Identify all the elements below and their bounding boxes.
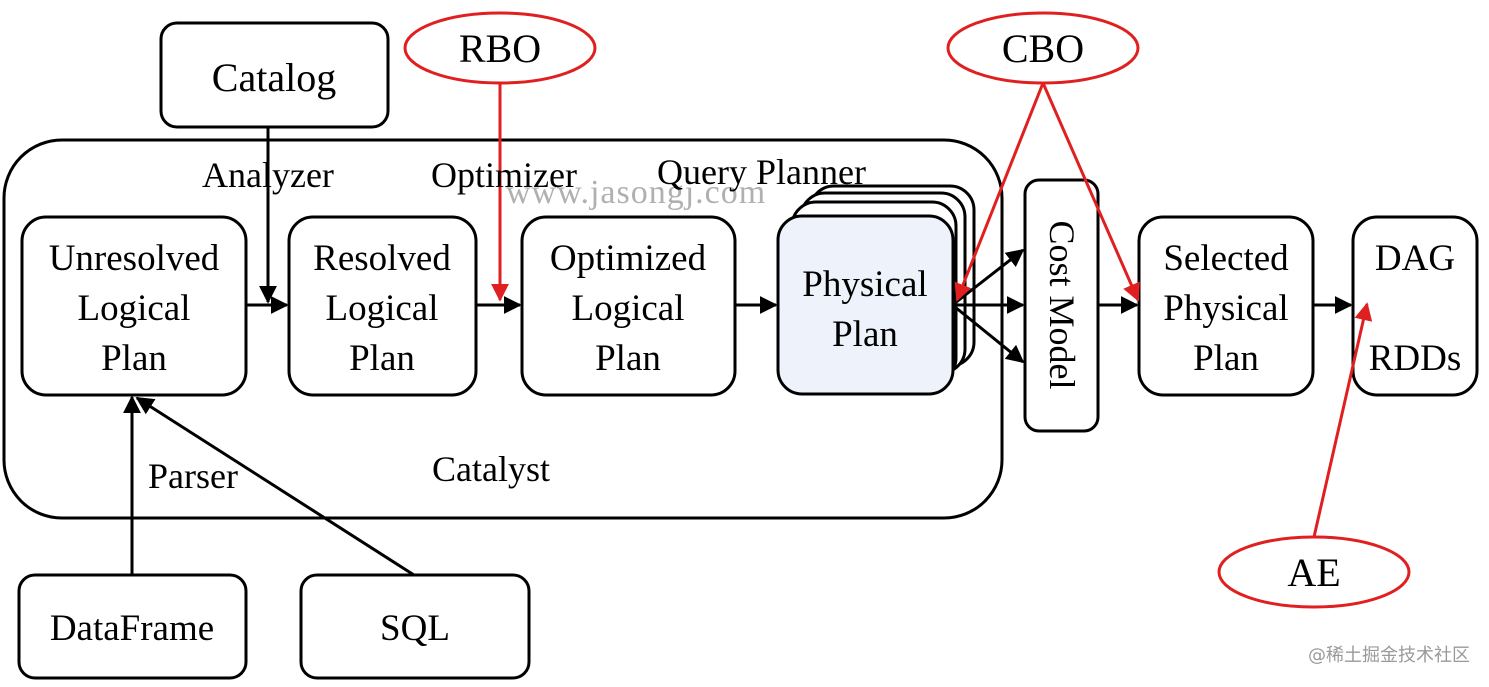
unresolved-line-1: Unresolved bbox=[48, 238, 220, 279]
cost-model-label: Cost Model bbox=[1042, 220, 1082, 390]
physical-line-2: Plan bbox=[832, 314, 898, 355]
selected-line-2: Physical bbox=[1163, 288, 1289, 329]
analyzer-label: Analyzer bbox=[202, 155, 334, 195]
unresolved-line-2: Logical bbox=[77, 288, 191, 329]
credit-text: @稀土掘金技术社区 bbox=[1308, 645, 1470, 666]
catalyst-container bbox=[2, 138, 1004, 520]
optimized-line-3: Plan bbox=[595, 338, 661, 379]
catalog-box bbox=[159, 21, 390, 129]
arrow-ae bbox=[1312, 302, 1373, 538]
catalyst-label: Catalyst bbox=[432, 449, 550, 489]
selected-line-1: Selected bbox=[1163, 238, 1289, 279]
sql-box bbox=[299, 573, 531, 680]
rdds-label: RDDs bbox=[1368, 338, 1462, 379]
optimized-line-2: Logical bbox=[571, 288, 685, 329]
dag-box bbox=[1351, 215, 1479, 397]
arrow-cbo-selected bbox=[1041, 82, 1140, 302]
optimizer-label: Optimizer bbox=[431, 155, 577, 195]
selected-line-3: Plan bbox=[1193, 338, 1259, 379]
sql-label: SQL bbox=[380, 608, 450, 649]
query-planner-label: Query Planner bbox=[657, 152, 866, 192]
resolved-line-2: Logical bbox=[325, 288, 439, 329]
physical-line-1: Physical bbox=[802, 264, 928, 305]
arrow-cbo-physical bbox=[954, 82, 1045, 302]
physical-box bbox=[776, 214, 955, 396]
optimized-line-1: Optimized bbox=[549, 238, 707, 279]
resolved-line-1: Resolved bbox=[313, 238, 451, 279]
watermark-text: www.jasongj.com bbox=[506, 174, 767, 211]
ae-label: AE bbox=[1287, 550, 1341, 595]
dataframe-label: DataFrame bbox=[49, 608, 215, 649]
catalog-label: Catalog bbox=[211, 55, 337, 100]
arrow-sql-up bbox=[135, 396, 415, 577]
cbo-label: CBO bbox=[1001, 26, 1085, 71]
arrow-physical-cost-down bbox=[954, 305, 1025, 364]
parser-label: Parser bbox=[148, 456, 238, 496]
rbo-label: RBO bbox=[458, 26, 542, 71]
unresolved-line-3: Plan bbox=[101, 338, 167, 379]
dag-label: DAG bbox=[1374, 238, 1456, 279]
resolved-line-3: Plan bbox=[349, 338, 415, 379]
